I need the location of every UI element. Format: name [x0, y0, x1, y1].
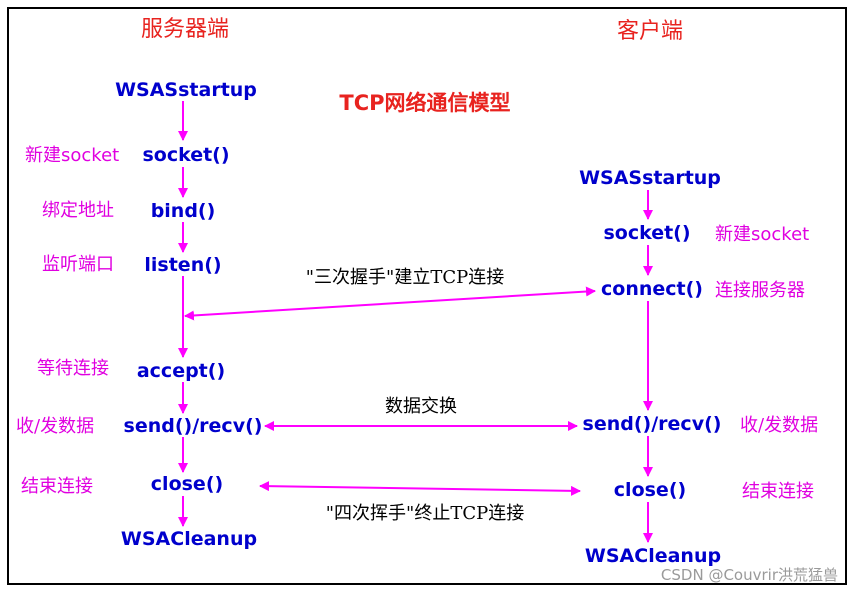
client-call-sendrecv: send()/recv()	[583, 413, 722, 435]
server-note-listen: 监听端口	[42, 254, 114, 275]
client-note-close: 结束连接	[742, 481, 814, 502]
client-notes: 新建socket 连接服务器 收/发数据 结束连接	[715, 224, 818, 502]
server-call-socket: socket()	[142, 144, 229, 166]
server-note-bind: 绑定地址	[42, 200, 114, 221]
diagram-title: TCP网络通信模型	[339, 91, 510, 115]
client-call-startup: WSASstartup	[579, 167, 721, 189]
client-call-connect: connect()	[601, 278, 703, 300]
server-call-cleanup: WSACleanup	[121, 528, 257, 550]
server-notes: 新建socket 绑定地址 监听端口 等待连接 收/发数据 结束连接	[16, 145, 119, 497]
client-note-sendrecv: 收/发数据	[740, 415, 818, 436]
watermark: CSDN @Couvrir洪荒猛兽	[661, 566, 838, 584]
server-note-close: 结束连接	[21, 476, 93, 497]
client-calls: WSASstartup socket() connect() send()/re…	[579, 167, 721, 567]
exchange-label: 数据交换	[385, 396, 457, 417]
client-call-close: close()	[614, 479, 686, 501]
client-header: 客户端	[617, 19, 683, 44]
client-note-connect: 连接服务器	[715, 280, 805, 301]
link-arrows	[184, 286, 596, 496]
handshake-arrow	[184, 286, 596, 321]
handshake-label: "三次握手"建立TCP连接	[306, 267, 504, 288]
server-call-listen: listen()	[144, 254, 221, 276]
client-call-cleanup: WSACleanup	[585, 545, 721, 567]
client-call-socket: socket()	[603, 222, 690, 244]
diagram-frame	[7, 7, 847, 585]
teardown-label: "四次挥手"终止TCP连接	[326, 503, 524, 524]
server-call-sendrecv: send()/recv()	[124, 415, 263, 437]
server-calls: WSASstartup socket() bind() listen() acc…	[115, 79, 262, 550]
client-note-socket: 新建socket	[715, 224, 809, 245]
server-call-bind: bind()	[151, 200, 216, 222]
server-call-close: close()	[151, 473, 223, 495]
teardown-arrow	[259, 481, 581, 496]
server-note-sendrecv: 收/发数据	[16, 416, 94, 437]
server-note-socket: 新建socket	[25, 145, 119, 166]
server-header: 服务器端	[141, 17, 229, 42]
server-call-startup: WSASstartup	[115, 79, 257, 101]
server-note-accept: 等待连接	[37, 358, 109, 379]
server-call-accept: accept()	[137, 360, 225, 382]
